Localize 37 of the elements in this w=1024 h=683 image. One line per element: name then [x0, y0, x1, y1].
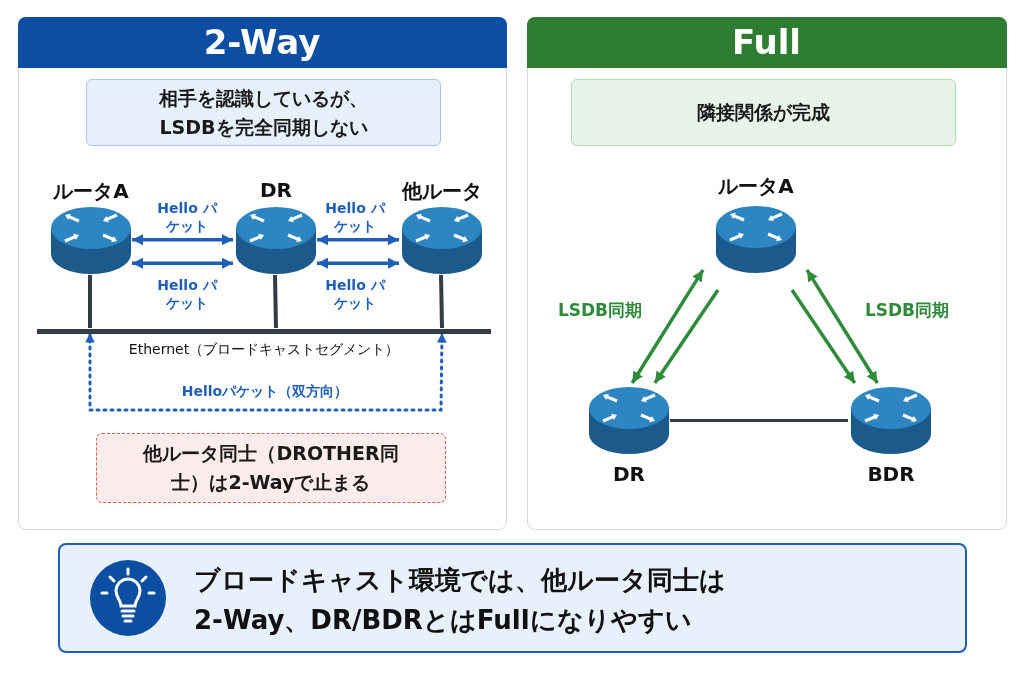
- edge-label: Hello パケット: [324, 199, 386, 235]
- router-label: ルータA: [52, 178, 130, 205]
- router-label: 他ルータ: [401, 178, 483, 205]
- dotted-arrow: [85, 331, 447, 412]
- double-arrow: [630, 269, 705, 384]
- router-label: BDR: [866, 462, 916, 486]
- note-text: 相手を認識しているが、LSDBを完全同期しない: [157, 85, 369, 140]
- edge-label: Hello パケット: [156, 199, 218, 235]
- panel-title: 2-Way: [203, 22, 321, 62]
- double-arrow: [132, 257, 233, 269]
- connector-line: [88, 275, 92, 328]
- note-text: 他ルータ同士（DROTHER同士）は2-Wayで止まる: [141, 441, 400, 495]
- bus-caption: Ethernet（ブロードキャストセグメント）: [127, 341, 401, 359]
- panel: [527, 17, 1007, 530]
- edge-label: Hello パケット: [324, 276, 386, 312]
- note-text: 隣接関係が完成: [696, 100, 831, 125]
- connector-line: [273, 274, 278, 329]
- double-arrow: [317, 234, 399, 246]
- arrow: [790, 289, 857, 384]
- double-arrow: [317, 257, 399, 269]
- connector-line: [439, 274, 444, 329]
- summary-text: ブロードキャスト環境では、他ルータ同士は2-Way、DR/BDRとはFullになりやすい: [194, 564, 727, 637]
- summary-box: [58, 543, 967, 653]
- ethernet-bus: [37, 329, 491, 334]
- note-box: [571, 79, 956, 146]
- panel: [18, 17, 507, 530]
- double-arrow: [132, 234, 233, 246]
- note-box: [96, 433, 446, 503]
- connector-line: [670, 418, 848, 422]
- edge-label: Hello パケット: [156, 276, 218, 312]
- panel-title: Full: [731, 22, 801, 62]
- arrow: [653, 289, 720, 384]
- router-label: ルータA: [717, 173, 795, 200]
- router-label: DR: [612, 462, 646, 486]
- double-arrow: [805, 269, 879, 384]
- note-box: [86, 79, 441, 146]
- router-label: DR: [259, 178, 293, 202]
